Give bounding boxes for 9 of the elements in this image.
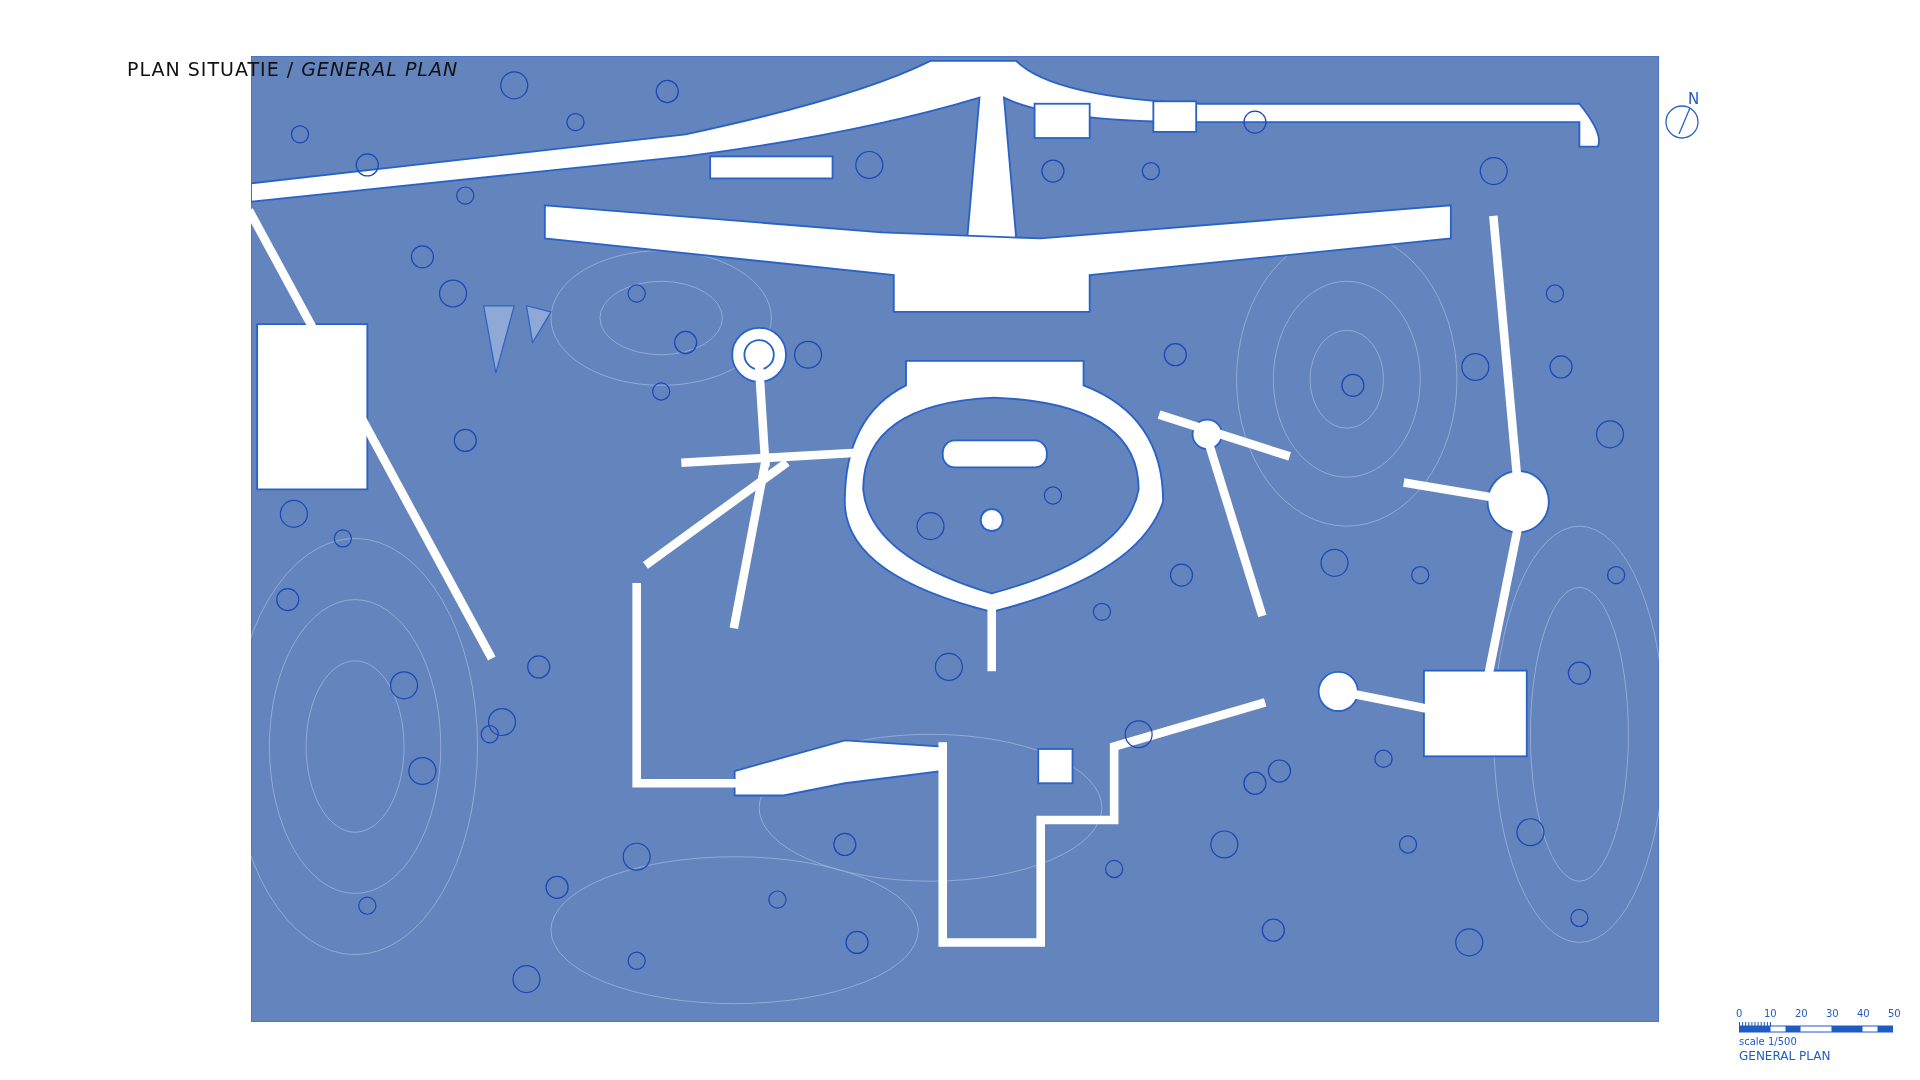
scale-tick-label: 50	[1888, 1008, 1901, 1019]
scale-tick-label: 10	[1764, 1008, 1777, 1019]
scale-note: scale 1/500	[1739, 1036, 1797, 1047]
drawing-name: GENERAL PLAN	[1739, 1049, 1831, 1063]
scale-tick-label: 30	[1826, 1008, 1839, 1019]
scale-tick-label: 20	[1795, 1008, 1808, 1019]
scale-tick-label: 40	[1857, 1008, 1870, 1019]
scale-tick-label: 0	[1736, 1008, 1743, 1019]
north-label: N	[1688, 90, 1700, 108]
